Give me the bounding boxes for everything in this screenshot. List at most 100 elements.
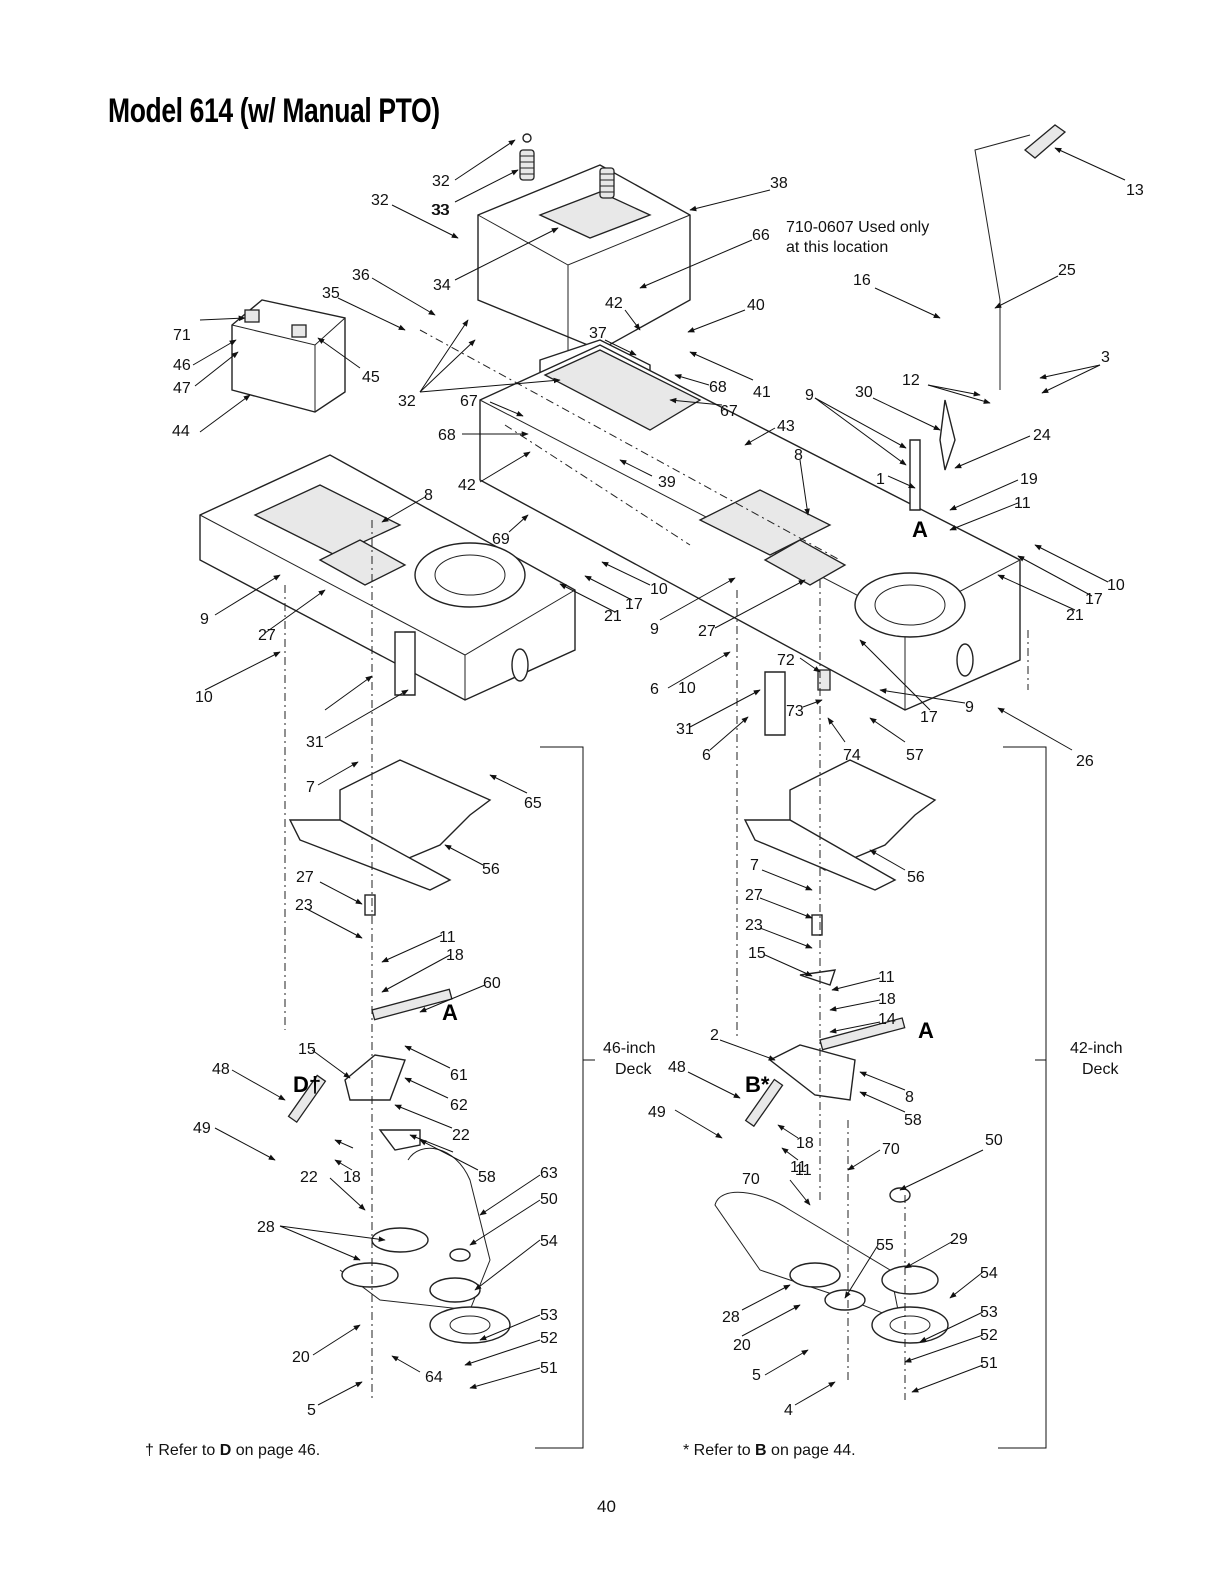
callout-66: 66: [752, 227, 770, 244]
callout-55: 55: [876, 1237, 894, 1254]
callout-17: 17: [625, 596, 643, 613]
callout-32: 32: [398, 393, 416, 410]
callout-42: 42: [605, 295, 623, 312]
callout-38: 38: [770, 175, 788, 192]
footnote-left: † Refer to D on page 46.: [145, 1442, 320, 1460]
callout-39: 39: [658, 474, 676, 491]
deck-42-label-line2: Deck: [1082, 1061, 1119, 1078]
idler-left: [287, 894, 453, 1151]
callout-19: 19: [1020, 471, 1038, 488]
callout-8: 8: [794, 447, 803, 464]
callout-11: 11: [878, 969, 895, 986]
callout-32: 32: [432, 173, 450, 190]
callout-23: 23: [745, 917, 763, 934]
callout-70: 70: [742, 1171, 760, 1188]
callout-11: 11: [439, 929, 456, 946]
callout-43: 43: [777, 418, 795, 435]
deck-bracket-left: [288, 631, 492, 891]
callout-69: 69: [492, 531, 510, 548]
deck-42-label-line1: 42-inch: [1070, 1040, 1122, 1057]
callout-50: 50: [540, 1191, 558, 1208]
callout-5: 5: [307, 1402, 316, 1419]
callout-32: 32: [371, 192, 389, 209]
callout-52: 52: [980, 1327, 998, 1344]
callout-37: 37: [589, 325, 607, 342]
callout-45: 45: [362, 369, 380, 386]
callout-9: 9: [650, 621, 659, 638]
callout-54: 54: [980, 1265, 998, 1282]
callout-36: 36: [352, 267, 370, 284]
callout-62: 62: [450, 1097, 468, 1114]
ref-letter-a: A: [442, 1000, 458, 1025]
callout-56: 56: [482, 861, 500, 878]
callout-54: 54: [540, 1233, 558, 1250]
deck-46-bracket: [535, 746, 595, 1449]
callout-14: 14: [878, 1011, 896, 1028]
page-title: Model 614 (w/ Manual PTO): [108, 92, 440, 130]
callout-4: 4: [784, 1402, 793, 1419]
callout-15: 15: [748, 945, 766, 962]
callout-33: 33: [431, 202, 449, 219]
callout-35: 35: [322, 285, 340, 302]
callout-30: 30: [855, 384, 873, 401]
callout-18: 18: [796, 1135, 814, 1152]
deck-42-bracket: [998, 746, 1047, 1449]
callout-50: 50: [985, 1132, 1003, 1149]
callout-24: 24: [1033, 427, 1051, 444]
callout-8: 8: [424, 487, 433, 504]
callout-6: 6: [650, 681, 659, 698]
footnote-right-letter: B: [755, 1442, 767, 1459]
callout-9: 9: [200, 611, 209, 628]
callout-12: 12: [902, 372, 920, 389]
callout-26: 26: [1076, 753, 1094, 770]
callout-31: 31: [676, 721, 694, 738]
callout-42: 42: [458, 477, 476, 494]
callout-47: 47: [173, 380, 191, 397]
callout-57: 57: [906, 747, 924, 764]
leader-lines: [192, 139, 1126, 1406]
footnote-left-suffix: on page 46.: [231, 1442, 321, 1459]
callout-10: 10: [195, 689, 213, 706]
callout-1: 1: [876, 471, 885, 488]
callout-20: 20: [733, 1337, 751, 1354]
callout-18: 18: [878, 991, 896, 1008]
callout-53: 53: [980, 1304, 998, 1321]
footnote-right-suffix: on page 44.: [766, 1442, 856, 1459]
pulleys-right: [714, 1187, 949, 1344]
callout-27: 27: [258, 627, 276, 644]
callout-49: 49: [648, 1104, 666, 1121]
deck-46-label-line2: Deck: [615, 1061, 652, 1078]
callout-40: 40: [747, 297, 765, 314]
callout-10: 10: [1107, 577, 1125, 594]
callout-22: 22: [300, 1169, 318, 1186]
callout-63: 63: [540, 1165, 558, 1182]
callout-68: 68: [709, 379, 727, 396]
pto-lever: [909, 124, 1067, 511]
callout-53: 53: [540, 1307, 558, 1324]
callout-48: 48: [212, 1061, 230, 1078]
callout-33: 33: [432, 202, 450, 219]
callout-29: 29: [950, 1231, 968, 1248]
callout-67: 67: [720, 403, 738, 420]
ref-letter-d: D†: [293, 1072, 321, 1097]
callout-23: 23: [295, 897, 313, 914]
callout-11: 11: [790, 1159, 807, 1176]
callout-8: 8: [905, 1089, 914, 1106]
ref-letter-b: B*: [745, 1072, 770, 1097]
callout-9: 9: [805, 387, 814, 404]
callout-72: 72: [777, 652, 795, 669]
callout-31: 31: [306, 734, 324, 751]
callout-71: 71: [173, 327, 191, 344]
callout-58: 58: [904, 1112, 922, 1129]
page-number: 40: [597, 1497, 616, 1516]
callout-70: 70: [882, 1141, 900, 1158]
callout-9: 9: [965, 699, 974, 716]
frame-left: [199, 454, 576, 701]
callout-7: 7: [306, 779, 315, 796]
callout-68: 68: [438, 427, 456, 444]
callout-73: 73: [786, 703, 804, 720]
callout-2: 2: [710, 1027, 719, 1044]
callout-27: 27: [698, 623, 716, 640]
